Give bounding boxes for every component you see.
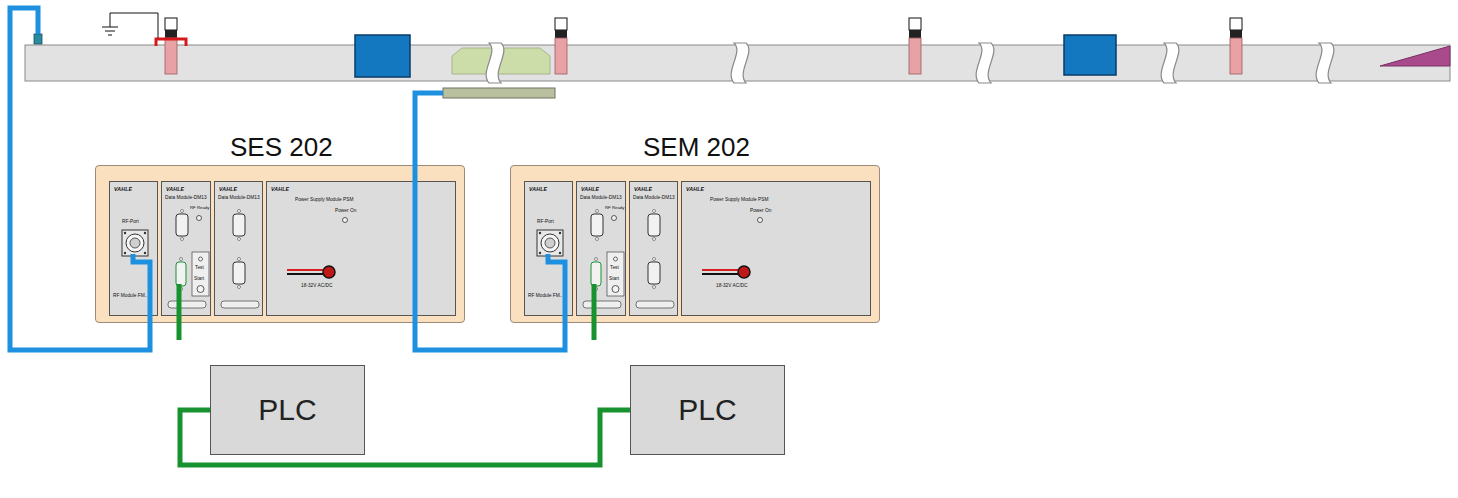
module-panel: VAHLE Data Module-DM13 RF ReadyTestStart	[576, 181, 626, 316]
module-hardware	[162, 182, 210, 315]
antenna-plate	[443, 88, 555, 98]
rack-frame: SES 202VAHLERF-PortRF Module FM..VAHLEDa…	[95, 165, 465, 323]
rf-cable	[415, 93, 565, 350]
panel-label: 18-32V AC/DC	[716, 284, 747, 289]
plc-box: PLC	[630, 365, 785, 455]
panel-label: Power Supply Module PSM	[710, 198, 768, 203]
panel-label: 18-32V AC/DC	[301, 284, 332, 289]
module-hardware	[630, 182, 677, 315]
plc-label: PLC	[678, 393, 736, 427]
panel-label: Data Module-DM13	[165, 196, 207, 201]
ground-symbol	[102, 13, 158, 38]
logo-text: VAHLE	[271, 187, 289, 192]
panel-label: Data Module-DM13	[218, 196, 260, 201]
logo-text: VAHLE	[114, 187, 132, 192]
rack-title: SEM 202	[643, 134, 750, 160]
feed-connector	[34, 34, 42, 44]
module-panel: VAHLE Data Module-DM13 RF ReadyTestStart	[161, 181, 211, 316]
panel-label: Test	[195, 266, 204, 271]
logo-text: VAHLE	[219, 187, 237, 192]
feed-box	[1064, 35, 1116, 75]
panel-label: Test	[610, 266, 619, 271]
panel-label: Start	[194, 277, 204, 282]
panel-label: RF Module FM..	[528, 294, 562, 299]
panel-label: Power On	[335, 209, 356, 214]
panel-label: RF-Port	[122, 220, 139, 225]
panel-label: RF-Port	[537, 220, 554, 225]
data-cable	[177, 284, 182, 340]
module-panel: VAHLE RF-Port RF Module FM..	[524, 181, 573, 316]
module-panel: VAHLE Data Module-DM13	[629, 181, 678, 316]
end-cap	[1380, 46, 1450, 66]
feed-box	[355, 35, 410, 77]
panel-label: Power Supply Module PSM	[295, 198, 353, 203]
panel-label: Start	[609, 277, 619, 282]
logo-text: VAHLE	[529, 187, 547, 192]
plc-label: PLC	[258, 393, 316, 427]
logo-text: VAHLE	[686, 187, 704, 192]
module-hardware	[215, 182, 262, 315]
module-panel: VAHLE Power Supply Module PSM Power On 18-3…	[681, 181, 871, 316]
rack-title: SES 202	[230, 134, 333, 160]
panel-label: Data Module-DM13	[580, 196, 622, 201]
panel-label: Power On	[750, 209, 771, 214]
logo-text: VAHLE	[634, 187, 652, 192]
panel-label: RF Ready	[605, 206, 624, 210]
module-hardware	[577, 182, 625, 315]
panel-label: Data Module-DM13	[633, 196, 675, 201]
module-panel: VAHLE RF-Port RF Module FM..	[109, 181, 158, 316]
module-panel: VAHLE Data Module-DM13	[214, 181, 263, 316]
plc-box: PLC	[210, 365, 365, 455]
logo-text: VAHLE	[581, 187, 599, 192]
logo-text: VAHLE	[166, 187, 184, 192]
current-collectors	[156, 18, 1242, 74]
panel-label: RF Module FM..	[113, 294, 147, 299]
rack-frame: SEM 202VAHLERF-PortRF Module FM..VAHLEDa…	[510, 165, 880, 323]
module-panel: VAHLE Power Supply Module PSM Power On 18-3…	[266, 181, 456, 316]
panel-label: RF Ready	[190, 206, 209, 210]
data-cable	[592, 284, 597, 340]
rf-cable	[10, 8, 150, 350]
